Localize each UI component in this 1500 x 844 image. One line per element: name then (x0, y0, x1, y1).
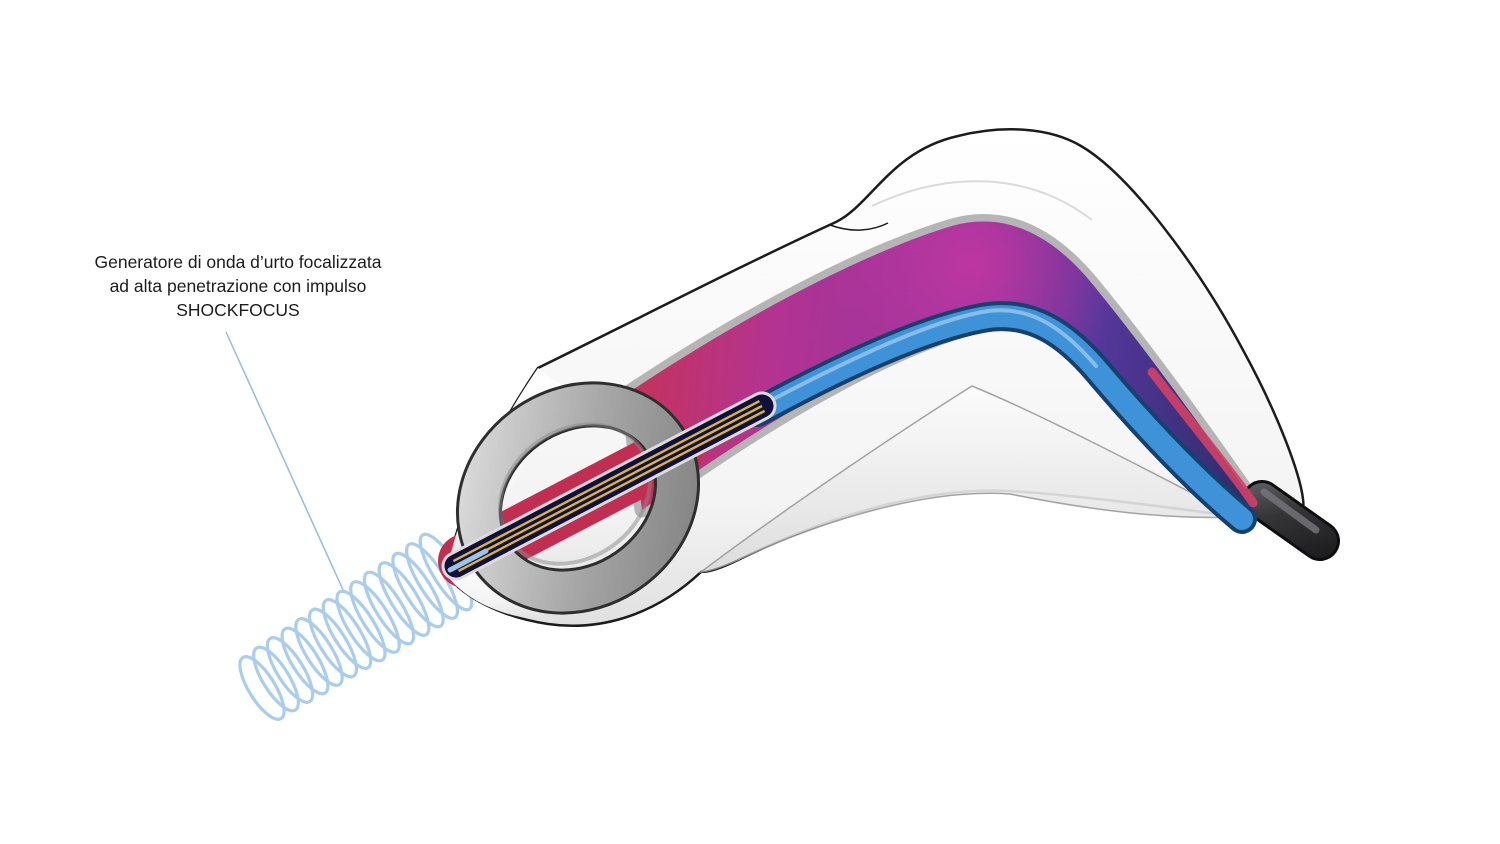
shell-seam (829, 222, 889, 231)
electrode-probe (441, 391, 777, 581)
leader-line (225, 331, 345, 593)
inner-shell (698, 385, 1241, 574)
annotation-line-1: Generatore di onda d’urto focalizzata (94, 252, 382, 272)
probe-tip (447, 548, 489, 573)
power-cable (1242, 480, 1340, 561)
blue-conduit (743, 301, 1257, 534)
cutaway-channel (628, 221, 1258, 524)
annotation-text: Generatore di onda d’urto focalizzata ad… (55, 250, 421, 322)
annotation-line-3: SHOCKFOCUS (176, 300, 300, 320)
shell-highlight (871, 180, 1093, 221)
annotation-line-2: ad alta penetrazione con impulso (109, 276, 367, 296)
